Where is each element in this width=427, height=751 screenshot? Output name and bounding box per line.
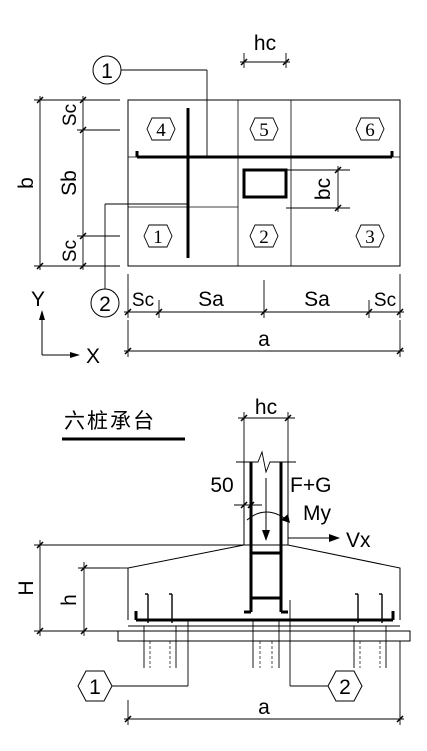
dim-tick	[240, 414, 248, 422]
dim-label-a: a	[258, 328, 270, 351]
dim-label-h: h	[58, 594, 81, 606]
axis-label-y: Y	[31, 288, 45, 311]
dim-label-50: 50	[210, 474, 233, 497]
dim-tick	[36, 627, 44, 635]
pile-number: 4	[156, 120, 166, 141]
dim-tick	[79, 262, 87, 270]
load-label-fg: F+G	[290, 474, 331, 497]
cap-outline	[127, 99, 401, 267]
pile-number: 6	[365, 120, 375, 141]
dim-tick	[124, 715, 132, 723]
cushion-layer	[117, 630, 411, 642]
dim-tick	[80, 564, 88, 572]
plan-view	[34, 53, 404, 358]
pile-number: 3	[365, 227, 375, 248]
dim-label-bc: bc	[312, 178, 335, 200]
dim-tick	[282, 58, 290, 66]
dim-label-a: a	[258, 696, 270, 719]
dim-tick	[36, 96, 44, 104]
dim-tick	[396, 347, 404, 355]
moment-arrowhead	[281, 514, 290, 523]
pile-marker-hexagon	[249, 117, 279, 141]
dim-label-sb: Sb	[58, 170, 81, 196]
dim-tick	[365, 308, 373, 316]
dim-label-sc-left: Sc	[132, 290, 154, 311]
rebar-callout-hexagon	[77, 670, 113, 702]
dim-tick	[79, 96, 87, 104]
dim-label-hc: hc	[255, 396, 277, 419]
rebar-callout-number: 2	[99, 293, 111, 316]
column-section	[242, 168, 288, 199]
dim-tick	[334, 166, 342, 174]
dim-label-sa-left: Sa	[198, 288, 224, 311]
rebar-callout-hexagon	[327, 670, 363, 702]
dim-tick	[240, 58, 248, 66]
axis-x-arrowhead	[70, 352, 80, 358]
axis-y-arrowhead	[39, 310, 45, 320]
pile-marker-hexagon	[143, 224, 173, 248]
dim-tick	[284, 414, 292, 422]
dim-tick	[155, 308, 163, 316]
pile-number: 1	[153, 227, 163, 248]
dim-label-H: H	[15, 580, 38, 595]
dim-tick	[79, 126, 87, 134]
pile-marker-hexagon	[355, 117, 385, 141]
pile-marker-hexagon	[249, 224, 279, 248]
dim-tick	[80, 627, 88, 635]
dim-tick	[36, 541, 44, 549]
dim-tick	[36, 262, 44, 270]
pile-marker-hexagon	[355, 224, 385, 248]
pile-marker-hexagon	[146, 117, 176, 141]
rebar-callout-number: 2	[339, 676, 351, 699]
rebar-callout-number: 1	[89, 676, 101, 699]
section-view	[34, 412, 411, 725]
dim-tick	[124, 308, 132, 316]
dim-tick	[240, 501, 248, 509]
dim-label-hc: hc	[254, 32, 276, 55]
section-title: 六桩承台	[64, 409, 156, 433]
cap-profile	[127, 544, 401, 620]
dim-tick	[396, 715, 404, 723]
rebar-callout-circle	[92, 55, 122, 85]
load-arrowhead	[262, 530, 270, 541]
axis-label-x: X	[86, 345, 100, 368]
dim-label-sc-top: Sc	[60, 104, 81, 126]
dim-label-b: b	[15, 177, 38, 189]
dim-tick	[334, 204, 342, 212]
dim-tick	[124, 347, 132, 355]
dim-label-sa-right: Sa	[304, 288, 330, 311]
rebar-callout-circle	[90, 288, 120, 318]
load-arrowhead	[329, 534, 340, 542]
dim-tick	[247, 501, 255, 509]
load-label-vx: Vx	[346, 529, 371, 552]
dim-tick	[396, 308, 404, 316]
pile-number: 5	[259, 120, 269, 141]
column-break-line	[236, 450, 296, 474]
dim-label-sc-right: Sc	[374, 290, 396, 311]
pile-markers	[143, 117, 385, 248]
dim-tick	[79, 232, 87, 240]
pile-number: 2	[259, 227, 269, 248]
dim-tick	[260, 308, 268, 316]
load-label-my: My	[303, 502, 331, 525]
rebar-callout-number: 1	[101, 60, 113, 83]
dim-label-sc-bottom: Sc	[60, 240, 81, 262]
moment-arc-my	[246, 511, 288, 521]
